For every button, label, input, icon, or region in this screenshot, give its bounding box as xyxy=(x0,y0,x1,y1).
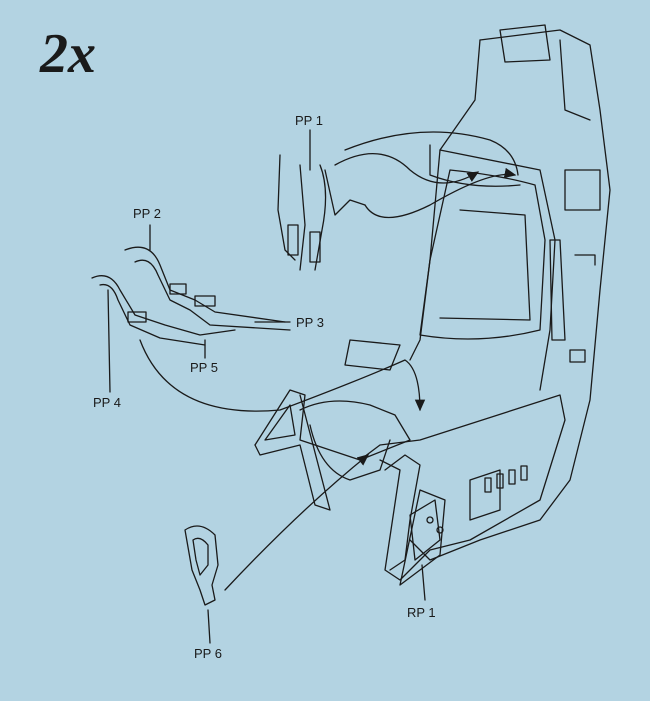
seat-body xyxy=(409,24,611,561)
part-pp4-pp5-straps xyxy=(91,275,236,346)
label-pp6: PP 6 xyxy=(194,646,222,661)
label-pp4: PP 4 xyxy=(93,395,121,410)
part-pp2-pp3-straps xyxy=(124,246,291,331)
label-rp1: RP 1 xyxy=(407,605,436,620)
leader-lines xyxy=(107,129,426,644)
part-pp6 xyxy=(184,525,219,606)
label-pp3: PP 3 xyxy=(296,315,324,330)
assembly-arrows xyxy=(139,131,519,591)
label-pp2: PP 2 xyxy=(133,206,161,221)
part-pp1-harness xyxy=(277,154,366,271)
seat-frame xyxy=(254,339,566,586)
label-pp1: PP 1 xyxy=(295,113,323,128)
label-pp5: PP 5 xyxy=(190,360,218,375)
quantity-label: 2x xyxy=(40,23,96,85)
